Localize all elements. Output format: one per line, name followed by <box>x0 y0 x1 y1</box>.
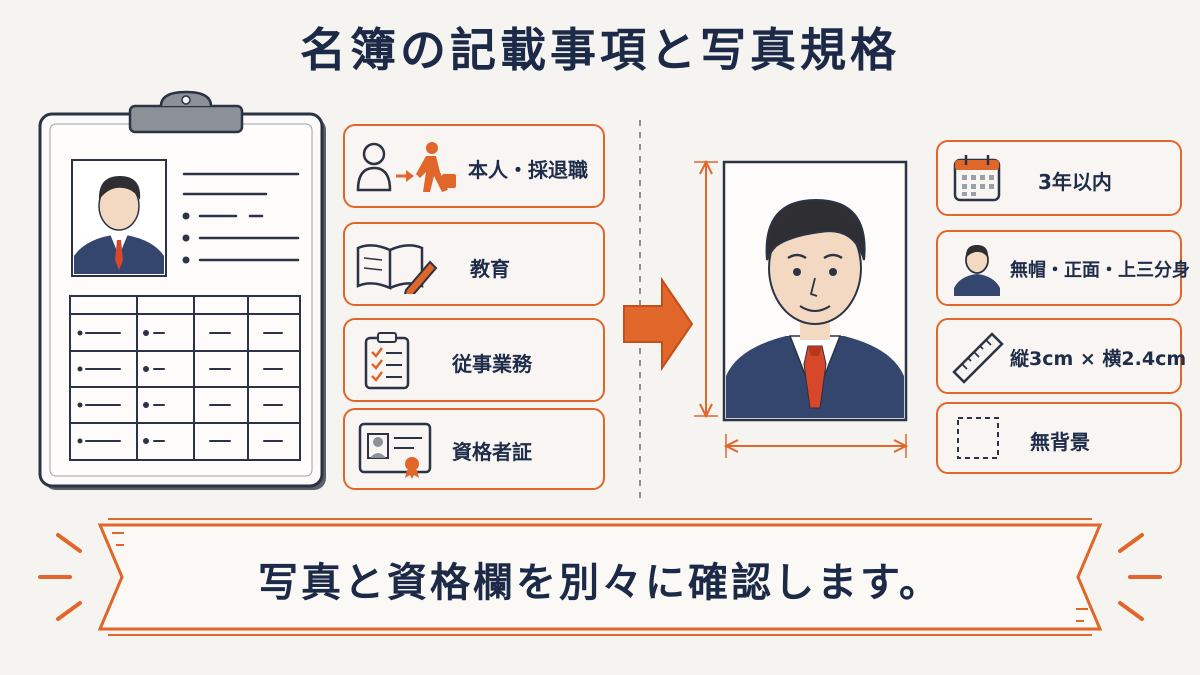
item-education-label: 教育 <box>470 257 510 281</box>
item-identity-label: 本人・採退職 <box>468 158 588 182</box>
right-burst-icon <box>1118 533 1162 621</box>
item-license <box>343 408 605 490</box>
item-within-3-years <box>936 140 1182 216</box>
item-size-label: 縦3cm × 横2.4cm <box>1010 348 1187 370</box>
banner-ribbon <box>38 518 1162 636</box>
item-license-label: 資格者証 <box>452 440 532 464</box>
person-to-walker-icon <box>356 142 456 192</box>
page-title: 名簿の記載事項と写真規格 <box>300 23 900 77</box>
item-pose-label: 無帽・正面・上三分身 <box>1010 260 1190 281</box>
calendar-icon <box>953 155 1001 202</box>
clip-icon <box>128 90 244 134</box>
item-identity <box>343 124 605 208</box>
left-burst-icon <box>38 533 82 621</box>
item-education <box>343 222 605 306</box>
checklist-icon <box>364 332 410 390</box>
item-duties-label: 従事業務 <box>452 352 532 376</box>
item-within-3-years-label: 3年以内 <box>1038 170 1112 194</box>
bust-icon <box>954 245 1000 296</box>
certificate-icon <box>358 422 432 479</box>
right-arrow-icon <box>623 276 694 372</box>
ruler-icon <box>952 332 1004 384</box>
photo-spec <box>694 159 909 458</box>
roster-clipboard <box>38 90 326 490</box>
banner-message: 写真と資格欄を別々に確認します。 <box>258 560 942 606</box>
book-pencil-icon <box>356 244 438 294</box>
item-no-background-label: 無背景 <box>1030 430 1090 454</box>
item-no-background <box>936 402 1182 474</box>
divider-arrow <box>623 120 694 500</box>
dashed-square-icon <box>957 417 999 459</box>
roster-photo-icon <box>71 159 167 277</box>
